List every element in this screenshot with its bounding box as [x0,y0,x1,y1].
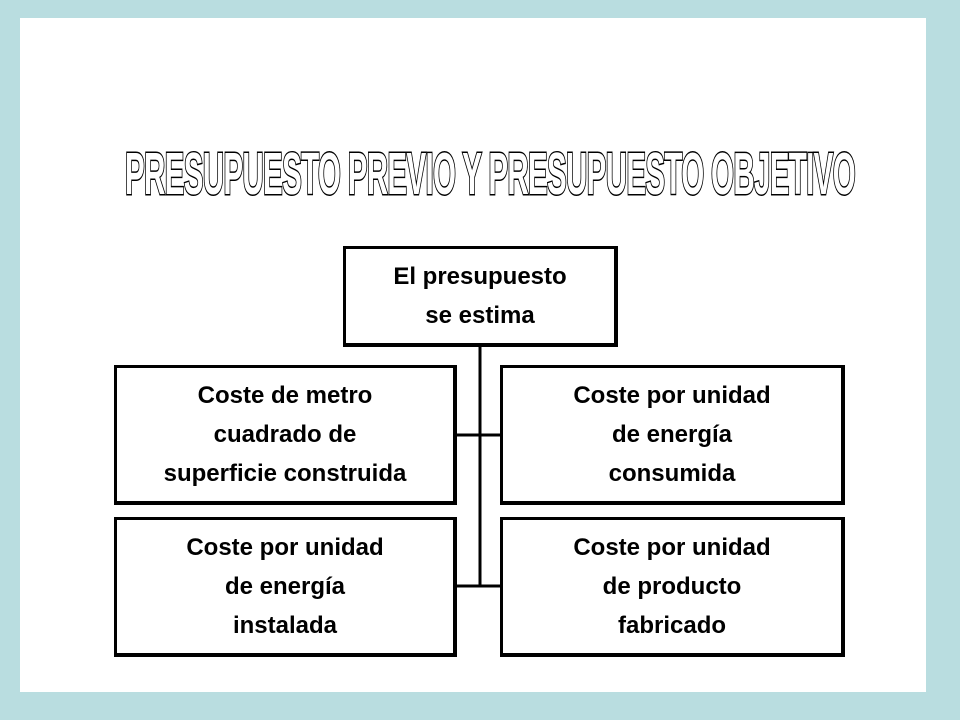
page-title: PRESUPUESTO PREVIO Y PRESUPUESTO OBJETIV… [125,142,855,208]
root-label: El presupuesto se estima [393,263,567,329]
item-label: Coste por unidad de energía instalada [186,534,384,639]
item-box-product-made: Coste por unidad de producto fabricado [500,517,845,657]
item-label: Coste por unidad de producto fabricado [573,534,771,639]
item-label: Coste por unidad de energía consumida [573,382,771,487]
item-box-square-meter: Coste de metro cuadrado de superficie co… [114,365,457,505]
title-graphic: PRESUPUESTO PREVIO Y PRESUPUESTO OBJETIV… [124,141,858,209]
item-label: Coste de metro cuadrado de superficie co… [163,382,407,487]
item-box-energy-installed: Coste por unidad de energía instalada [114,517,457,657]
root-box: El presupuesto se estima [343,246,618,347]
connector-lines [456,346,502,588]
slide: PRESUPUESTO PREVIO Y PRESUPUESTO OBJETIV… [20,18,926,692]
item-box-energy-consumed: Coste por unidad de energía consumida [500,365,845,505]
